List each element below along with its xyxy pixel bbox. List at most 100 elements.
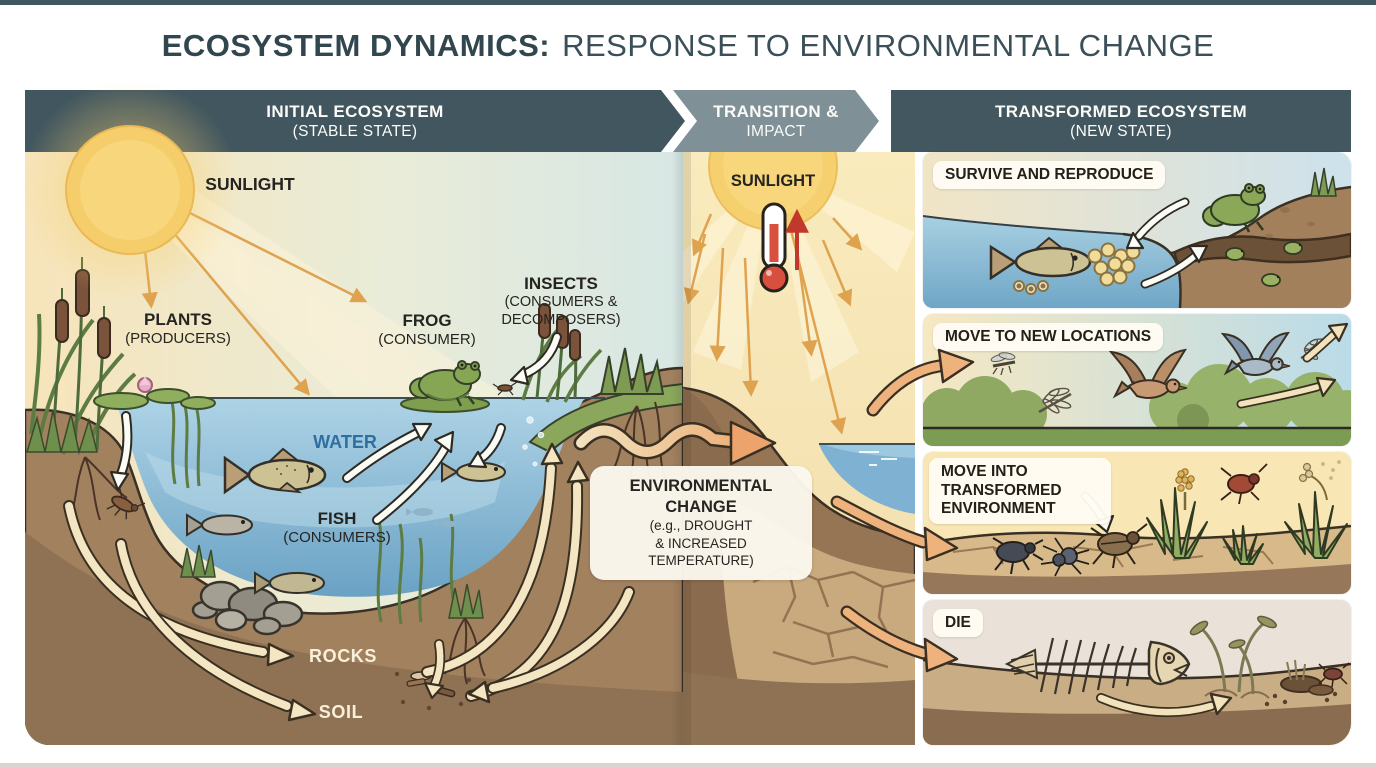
- dragonfly-icon: [1038, 387, 1072, 414]
- fish-label: FISH (CONSUMERS): [283, 509, 391, 547]
- insects-sub1: (CONSUMERS &: [504, 294, 618, 311]
- fish-eggs-icon: [1013, 280, 1049, 295]
- stage-transformed-ecosystem: TRANSFORMED ECOSYSTEM (NEW STATE): [891, 90, 1351, 152]
- beetle-icon: [1318, 662, 1350, 688]
- title-rest: RESPONSE TO ENVIRONMENTAL CHANGE: [562, 28, 1215, 63]
- insect-icon: [106, 488, 146, 520]
- desert-plant-icon: [1146, 487, 1348, 565]
- seaweed-icon: [170, 401, 455, 625]
- sun-ray-arrow-icon: [683, 213, 863, 435]
- stage-sublabel: (STABLE STATE): [292, 122, 418, 140]
- frog-title: FROG: [402, 311, 452, 330]
- env-change-line3: (e.g., DROUGHT: [649, 518, 753, 534]
- reproduction-arrow-icon: [1125, 197, 1209, 289]
- water-label: WATER: [313, 432, 377, 452]
- plants-title: PLANTS: [144, 310, 212, 329]
- stage-label: TRANSITION &: [713, 101, 839, 121]
- stage-label: TRANSFORMED ECOSYSTEM: [994, 101, 1248, 121]
- cattail-icon: [521, 303, 603, 403]
- fish-title: FISH: [317, 509, 357, 528]
- plants-sub: (PRODUCERS): [125, 330, 231, 348]
- frog-sub: (CONSUMER): [378, 331, 476, 349]
- insect-icon: [492, 381, 518, 396]
- top-accent-bar: [0, 0, 1376, 5]
- outcome-label-die: DIE: [933, 609, 983, 637]
- environmental-change-callout: ENVIRONMENTAL CHANGE (e.g., DROUGHT & IN…: [590, 466, 812, 580]
- pond-bottom-plant-icon: [448, 583, 484, 619]
- spider-icon: [1040, 537, 1090, 577]
- plants-label: PLANTS (PRODUCERS): [125, 310, 231, 348]
- fish-icon: [186, 513, 253, 537]
- env-change-line5: TEMPERATURE): [648, 553, 754, 569]
- transition-panel: [683, 152, 915, 745]
- decay-arrow-icon: [1096, 692, 1233, 718]
- outcome-panel-die: DIE: [923, 600, 1351, 745]
- flying-beetle-icon: [1220, 463, 1268, 505]
- deep-soil-icon: [923, 564, 1351, 594]
- pond-icon: [95, 397, 605, 597]
- fish-icon: [223, 447, 327, 495]
- deep-soil-icon: [683, 672, 915, 745]
- decomposing-matter-icon: [1264, 659, 1338, 707]
- deep-soil-icon: [25, 532, 683, 745]
- die-illustration: [923, 600, 1351, 745]
- food-chain-arrow-icon: [109, 332, 562, 525]
- underwater-grass-icon: [180, 544, 216, 578]
- lilypad-icon: [93, 376, 216, 410]
- sunlight-label: SUNLIGHT: [205, 174, 295, 194]
- outcome-label-move-new: MOVE TO NEW LOCATIONS: [933, 323, 1164, 351]
- stage-transition-impact: TRANSITION & IMPACT: [673, 90, 879, 152]
- wilted-plant-icon: [1189, 615, 1277, 699]
- mosquito-icon: [990, 352, 1016, 376]
- frog-icon: [1202, 183, 1266, 233]
- froglet-icon: [1225, 241, 1303, 287]
- fish-eggs-icon: [1087, 242, 1141, 287]
- outcome-panel-survive: SURVIVE AND REPRODUCE: [923, 152, 1351, 308]
- fish-icon: [254, 571, 325, 595]
- outcome-panel-move-transformed: MOVE INTO TRANSFORMED ENVIRONMENT: [923, 452, 1351, 594]
- left-and-middle-panels: [25, 152, 915, 745]
- fish-skeleton-icon: [1004, 637, 1191, 695]
- env-change-line2: CHANGE: [665, 497, 737, 516]
- nutrient-cycle-arrow-icon: [63, 442, 635, 722]
- ground-strip-icon: [923, 428, 1351, 446]
- stage-initial-ecosystem: INITIAL ECOSYSTEM (STABLE STATE): [25, 90, 685, 152]
- frog-label: FROG (CONSUMER): [378, 311, 476, 349]
- stage-sublabel: (NEW STATE): [1070, 122, 1172, 140]
- grass-tuft-icon: [1310, 167, 1337, 197]
- thermometer-icon: [759, 202, 789, 293]
- outcome-panel-move-new: MOVE TO NEW LOCATIONS: [923, 314, 1351, 446]
- env-change-line1: ENVIRONMENTAL: [629, 477, 773, 495]
- bird-icon: [1108, 348, 1188, 399]
- insects-label: INSECTS (CONSUMERS & DECOMPOSERS): [501, 274, 620, 329]
- flower-spike-icon: [1175, 468, 1195, 510]
- dirt-dots-icon: [1265, 207, 1315, 239]
- illustration-scene: SURVIVE AND REPRODUCE: [25, 152, 1351, 745]
- migration-arrow-icon: [1236, 322, 1349, 409]
- beetle-icon: [992, 537, 1044, 575]
- fish-icon: [989, 236, 1092, 281]
- bubbles-icon: [522, 416, 552, 467]
- outcome-label-move-transformed: MOVE INTO TRANSFORMED ENVIRONMENT: [929, 458, 1111, 524]
- env-change-line4: & INCREASED: [655, 535, 747, 551]
- frog-icon: [400, 360, 490, 413]
- rocks-label: ROCKS: [308, 646, 378, 666]
- deep-soil-icon: [923, 704, 1351, 745]
- sunlight-mid-label: SUNLIGHT: [730, 172, 816, 190]
- fish-sub: (CONSUMERS): [283, 529, 391, 547]
- rocks-icon: [191, 580, 304, 636]
- bank-icon: [923, 187, 1351, 308]
- fish-shadow-icon: [406, 508, 457, 528]
- stage-sublabel: IMPACT: [746, 122, 806, 140]
- beetle-icon: [1090, 523, 1148, 569]
- insects-sub2: DECOMPOSERS): [501, 311, 621, 328]
- seed-buds-icon: [1298, 460, 1341, 501]
- soil-label: SOIL: [318, 702, 364, 722]
- stage-label: INITIAL ECOSYSTEM: [266, 101, 444, 121]
- grass-tuft-icon: [599, 347, 665, 395]
- title-bold: ECOSYSTEM DYNAMICS:: [161, 28, 551, 63]
- outcome-label-survive: SURVIVE AND REPRODUCE: [933, 161, 1166, 189]
- page-title: ECOSYSTEM DYNAMICS: RESPONSE TO ENVIRONM…: [0, 4, 1376, 88]
- bird-icon: [1220, 331, 1291, 376]
